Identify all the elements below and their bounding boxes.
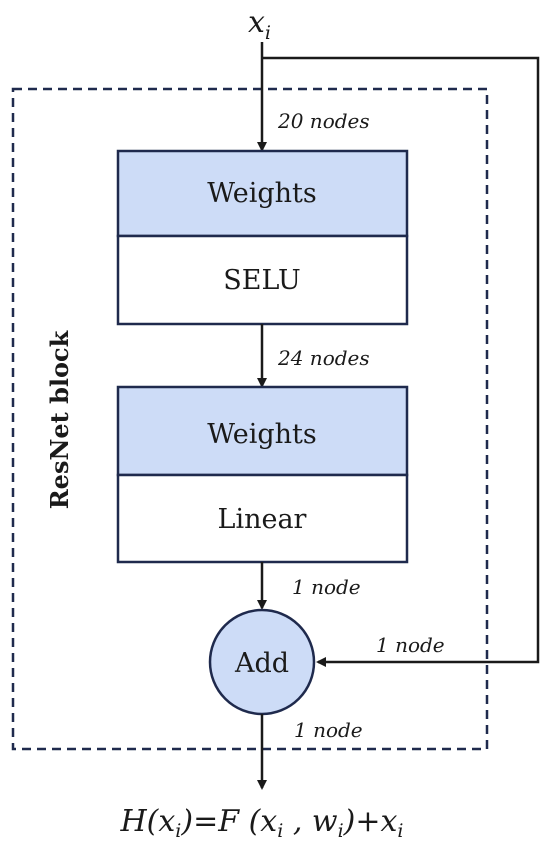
add-label: Add — [234, 648, 289, 679]
edge-label-skip: 1 node — [376, 633, 445, 657]
resnet-block-label: ResNet block — [45, 329, 74, 509]
layer1-activation-box — [116, 234, 409, 326]
layer2-activation-label: Linear — [218, 504, 307, 535]
layer1-weights-box — [116, 149, 409, 238]
layer2-activation-box — [116, 473, 409, 564]
edge-label-layer2-add: 1 node — [292, 575, 361, 599]
skip-connection — [262, 56, 540, 667]
layer1-activation-label: SELU — [223, 265, 300, 296]
layer2: Weights Linear — [116, 385, 409, 564]
layer1: Weights SELU — [116, 149, 409, 326]
output-formula: H(xi)=F (xi , wi)+xi — [120, 804, 404, 842]
resnet-block-border — [11, 87, 489, 751]
input-label: xi — [248, 5, 271, 44]
layer1-weights-label: Weights — [207, 178, 317, 209]
edge-label-input: 20 nodes — [277, 109, 370, 133]
edge-label-output: 1 node — [294, 718, 363, 742]
layer2-weights-label: Weights — [207, 419, 317, 450]
edge-label-layer1-layer2: 24 nodes — [277, 346, 370, 370]
layer2-weights-box — [116, 385, 409, 477]
